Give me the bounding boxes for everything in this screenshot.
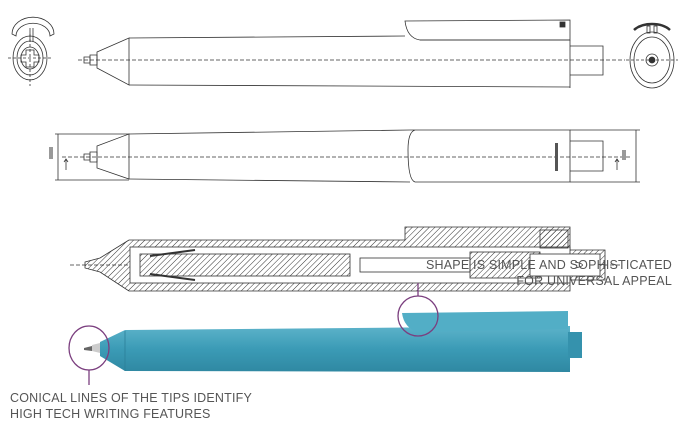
shape-callout-caption: SHAPE IS SIMPLE AND SOPHISTICATED FOR UN… [426, 257, 672, 289]
tip-caption-line2: HIGH TECH WRITING FEATURES [10, 407, 211, 421]
side-view-drawing [78, 19, 625, 88]
rear-end-view [626, 22, 678, 89]
tip-callout-caption: CONICAL LINES OF THE TIPS IDENTIFY HIGH … [10, 390, 252, 422]
pen-clip [402, 311, 568, 332]
front-end-view [8, 16, 55, 86]
tip-caption-line1: CONICAL LINES OF THE TIPS IDENTIFY [10, 391, 253, 405]
cross-section-drawing [70, 226, 620, 292]
top-view-drawing [49, 129, 640, 183]
pen-product-image [84, 311, 582, 372]
shape-caption-line2: FOR UNIVERSAL APPEAL [516, 274, 672, 288]
pen-body [100, 326, 570, 372]
shape-caption-line1: SHAPE IS SIMPLE AND SOPHISTICATED [425, 258, 672, 272]
pen-button [568, 332, 582, 358]
